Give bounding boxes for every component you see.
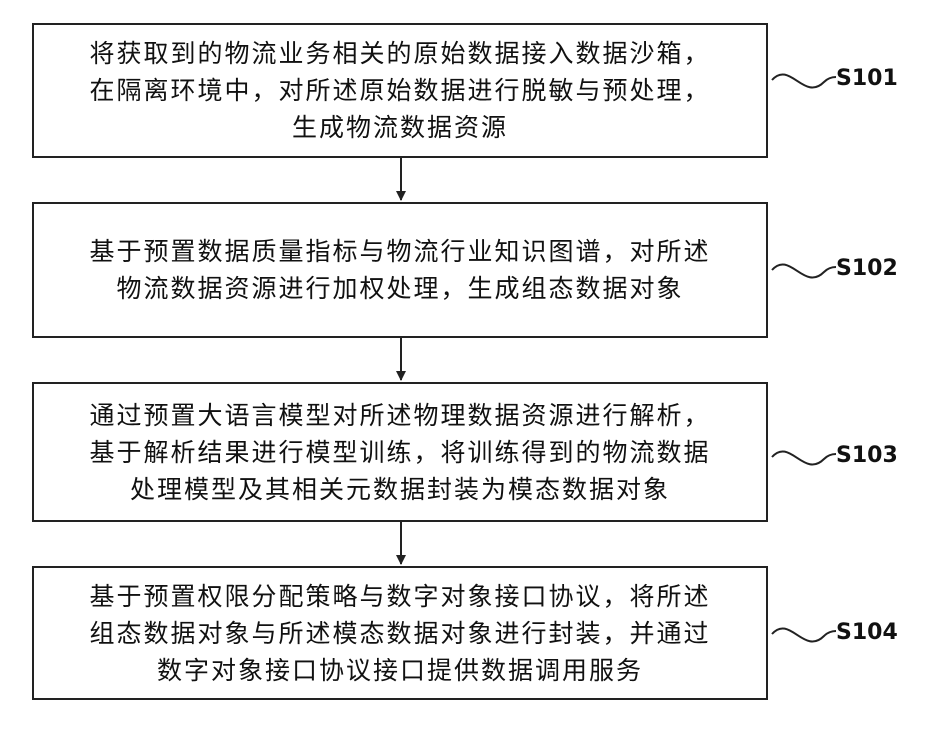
leader-s102 bbox=[772, 264, 836, 277]
step-label-s101: S101 bbox=[836, 66, 898, 92]
step-s102-line-2: 物流数据资源进行加权处理，生成组态数据对象 bbox=[116, 270, 683, 307]
step-s104-line-2: 组态数据对象与所述模态数据对象进行封装，并通过 bbox=[89, 615, 710, 652]
step-label-s102: S102 bbox=[836, 256, 898, 282]
step-s103-line-1: 通过预置大语言模型对所述物理数据资源进行解析， bbox=[89, 397, 710, 434]
leader-s104 bbox=[772, 628, 836, 641]
step-s101-line-3: 生成物流数据资源 bbox=[292, 109, 508, 146]
step-box-s104: 基于预置权限分配策略与数字对象接口协议，将所述 组态数据对象与所述模态数据对象进… bbox=[32, 566, 768, 700]
leader-s101 bbox=[772, 74, 836, 87]
step-box-s103: 通过预置大语言模型对所述物理数据资源进行解析， 基于解析结果进行模型训练，将训练… bbox=[32, 382, 768, 522]
step-s104-line-1: 基于预置权限分配策略与数字对象接口协议，将所述 bbox=[89, 578, 710, 615]
step-s104-line-3: 数字对象接口协议接口提供数据调用服务 bbox=[157, 652, 643, 689]
step-s101-line-2: 在隔离环境中，对所述原始数据进行脱敏与预处理， bbox=[89, 72, 710, 109]
step-s102-line-1: 基于预置数据质量指标与物流行业知识图谱，对所述 bbox=[89, 233, 710, 270]
step-s101-line-1: 将获取到的物流业务相关的原始数据接入数据沙箱， bbox=[89, 35, 710, 72]
step-label-s104: S104 bbox=[836, 620, 898, 646]
step-box-s101: 将获取到的物流业务相关的原始数据接入数据沙箱， 在隔离环境中，对所述原始数据进行… bbox=[32, 23, 768, 158]
leader-s103 bbox=[772, 451, 836, 464]
step-s103-line-3: 处理模型及其相关元数据封装为模态数据对象 bbox=[130, 471, 670, 508]
step-label-s103: S103 bbox=[836, 443, 898, 469]
step-box-s102: 基于预置数据质量指标与物流行业知识图谱，对所述 物流数据资源进行加权处理，生成组… bbox=[32, 202, 768, 338]
step-s103-line-2: 基于解析结果进行模型训练，将训练得到的物流数据 bbox=[89, 434, 710, 471]
